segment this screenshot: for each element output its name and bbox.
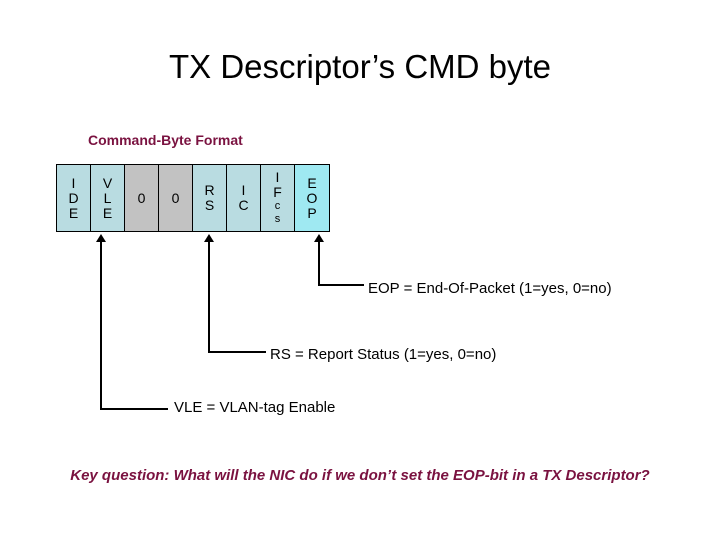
bit-cell-ic-char-0: I [241,182,246,198]
bit-cell-eop: E O P [295,165,329,231]
bit-cell-ide-char-0: I [71,174,76,191]
bit-cell-reserved-0: 0 [159,165,193,231]
bit-cell-rs: R S [193,165,227,231]
annotation-vle: VLE = VLAN-tag Enable [174,399,336,416]
bit-cell-eop-char-1: O [306,189,318,206]
leader-hline-rs [208,351,266,353]
cmd-byte-table: I D E V L E 0 0 R S I C I F c s E O P [56,164,330,232]
annotation-eop: EOP = End-Of-Packet (1=yes, 0=no) [368,280,612,297]
leader-hline-eop [318,284,364,286]
leader-vline-vle [100,241,102,408]
bit-cell-ifcs-char-2: c [274,200,281,212]
bit-cell-ide-char-1: D [68,189,79,206]
leader-vline-rs [208,241,210,351]
leader-arrow-eop [314,234,324,242]
bit-cell-eop-char-2: P [307,204,317,221]
bit-cell-ic-char-1: C [238,197,249,213]
leader-arrow-vle [96,234,106,242]
bit-cell-ifcs-char-1: F [273,184,282,200]
bit-cell-eop-char-0: E [307,174,317,191]
leader-vline-eop [318,241,320,284]
bit-cell-ifcs-char-3: s [274,213,281,225]
page-title: TX Descriptor’s CMD byte [168,48,552,85]
bit-cell-vle-char-2: E [102,204,113,221]
bit-cell-rs-char-0: R [204,182,215,198]
bit-cell-vle-char-1: L [103,189,112,206]
bit-cell-ide-char-2: E [68,204,79,221]
bit-cell-reserved-1: 0 [125,165,159,231]
bit-cell-ic: I C [227,165,261,231]
bit-cell-reserved-0-char-0: 0 [171,189,180,206]
bit-cell-ifcs-char-0: I [275,169,280,185]
bit-cell-ide: I D E [57,165,91,231]
bit-cell-ifcs: I F c s [261,165,295,231]
table-caption: Command-Byte Format [88,132,243,148]
bit-cell-reserved-1-char-0: 0 [137,189,146,206]
key-question: Key question: What will the NIC do if we… [70,467,650,484]
leader-arrow-rs [204,234,214,242]
leader-hline-vle [100,408,168,410]
bit-cell-vle-char-0: V [102,174,113,191]
annotation-rs: RS = Report Status (1=yes, 0=no) [270,346,497,363]
bit-cell-rs-char-1: S [204,197,215,213]
bit-cell-vle: V L E [91,165,125,231]
